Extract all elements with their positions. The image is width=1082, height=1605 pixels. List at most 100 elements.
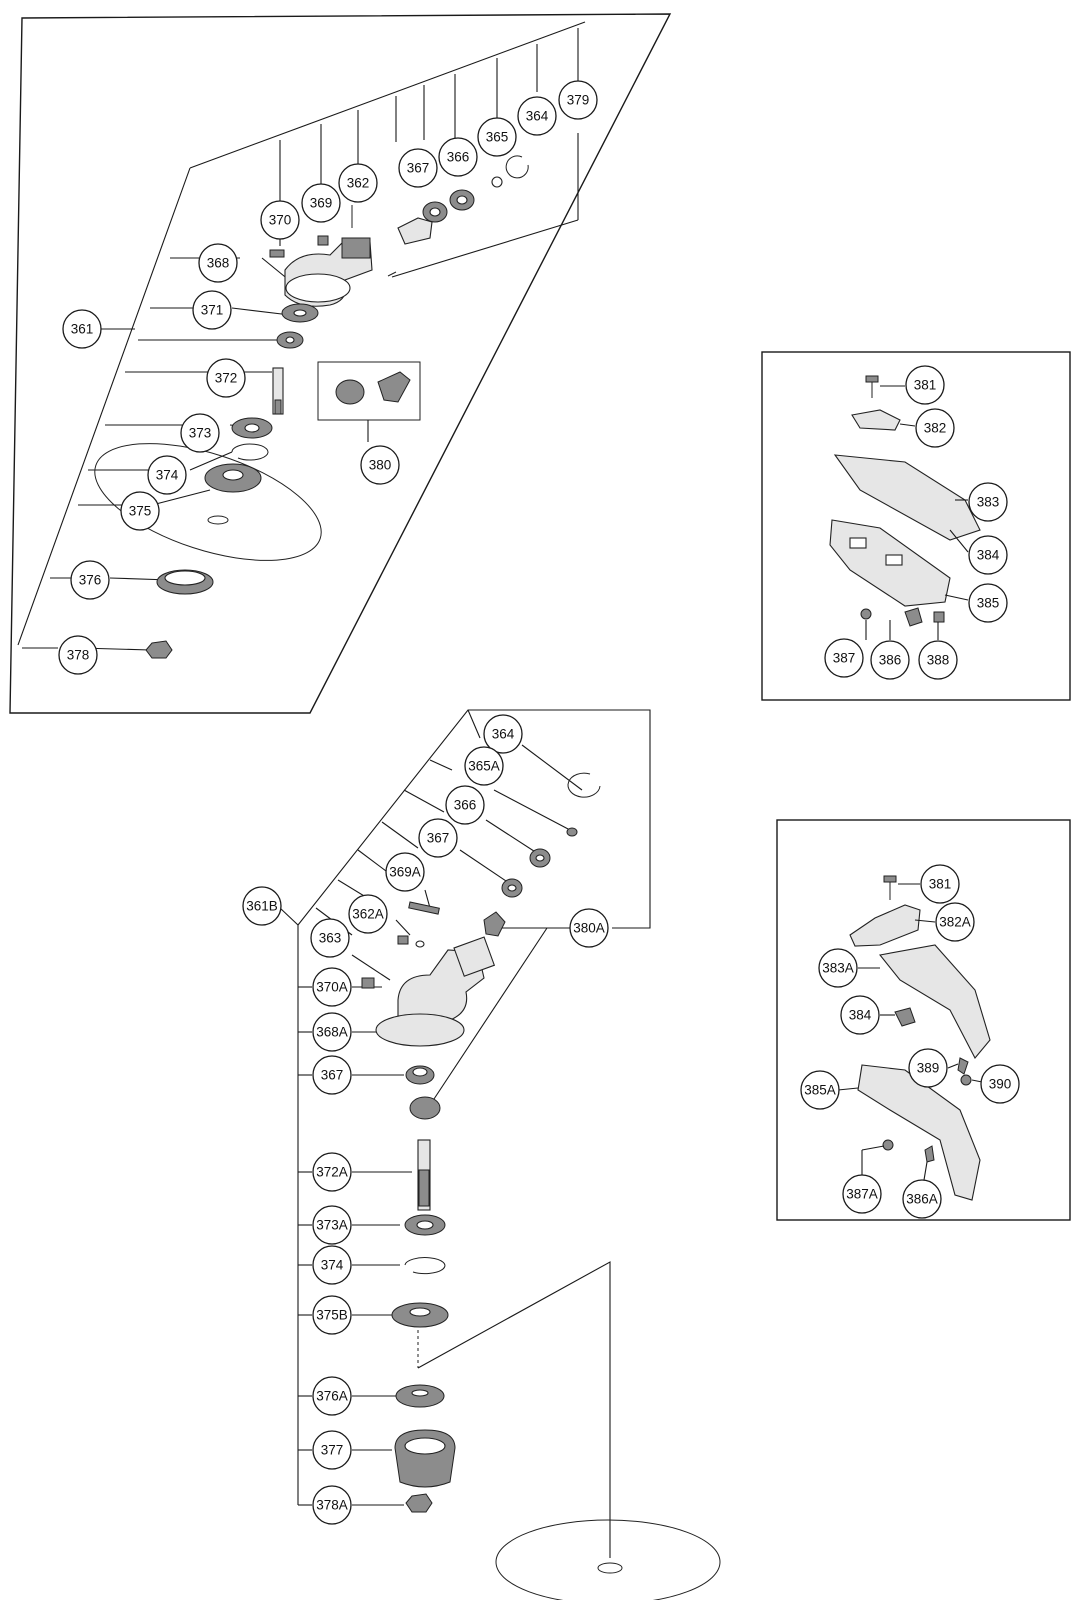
svg-text:385: 385 — [977, 596, 1000, 611]
callout-365A: 365A — [464, 746, 504, 786]
svg-text:363: 363 — [319, 931, 342, 946]
washer-365A — [566, 827, 578, 837]
washer-365 — [491, 176, 503, 188]
svg-text:387A: 387A — [846, 1187, 878, 1202]
svg-text:383A: 383A — [822, 961, 854, 976]
blade-disc — [94, 443, 322, 561]
parts-top-left — [94, 155, 529, 659]
svg-text:362A: 362A — [352, 907, 384, 922]
callout-365: 365 — [477, 117, 517, 157]
svg-text:373: 373 — [189, 426, 212, 441]
bolt-362 — [341, 237, 371, 259]
bracket-382 — [851, 409, 901, 431]
guard-cover-383A — [878, 944, 991, 1059]
bracket-382A — [849, 904, 921, 947]
nut-388 — [933, 611, 945, 623]
circlip-374b — [404, 1257, 446, 1275]
callout-386A: 386A — [902, 1179, 942, 1219]
callout-379: 379 — [558, 80, 598, 120]
callout-381b: 381 — [920, 864, 960, 904]
svg-text:373A: 373A — [316, 1218, 348, 1233]
callout-362A: 362A — [348, 894, 388, 934]
callout-370: 370 — [260, 200, 300, 240]
svg-text:389: 389 — [917, 1061, 940, 1076]
callout-373: 373 — [180, 413, 220, 453]
svg-text:390: 390 — [989, 1077, 1012, 1092]
svg-text:361: 361 — [71, 322, 94, 337]
clip-386A — [924, 1145, 935, 1163]
svg-text:378A: 378A — [316, 1498, 348, 1513]
svg-text:365A: 365A — [468, 759, 500, 774]
callout-387: 387 — [824, 638, 864, 678]
bolt-389 — [957, 1057, 969, 1075]
svg-text:382: 382 — [924, 421, 947, 436]
group-361B-frame — [279, 709, 651, 1505]
svg-text:374: 374 — [321, 1258, 344, 1273]
svg-text:371: 371 — [201, 303, 224, 318]
svg-text:376A: 376A — [316, 1389, 348, 1404]
svg-text:380A: 380A — [573, 921, 605, 936]
callouts-center: 364 365A 366 367 369A 361B 362A 363 380A… — [242, 714, 609, 1525]
svg-text:369A: 369A — [389, 865, 421, 880]
callout-367b: 367 — [418, 818, 458, 858]
pinion-380A — [483, 911, 506, 937]
callout-369A: 369A — [385, 852, 425, 892]
svg-text:386A: 386A — [906, 1192, 938, 1207]
svg-text:381: 381 — [914, 378, 937, 393]
svg-text:381: 381 — [929, 877, 952, 892]
clip-386 — [904, 607, 923, 627]
svg-text:364: 364 — [526, 109, 549, 124]
callout-374: 374 — [147, 455, 187, 495]
parts-center — [361, 772, 721, 1605]
svg-text:361B: 361B — [246, 899, 278, 914]
gear-set-380-box — [317, 361, 421, 421]
bevel-gear-367 — [397, 217, 433, 245]
callout-382A: 382A — [935, 902, 975, 942]
svg-text:368A: 368A — [316, 1025, 348, 1040]
callout-390: 390 — [980, 1064, 1020, 1104]
callout-373A: 373A — [312, 1205, 352, 1245]
circlip-364b — [567, 772, 601, 798]
bolt-369 — [317, 235, 329, 246]
callout-361B: 361B — [242, 886, 282, 926]
callout-375: 375 — [120, 491, 160, 531]
nut-378A — [405, 1493, 433, 1513]
svg-text:382A: 382A — [939, 915, 971, 930]
leaders-center — [298, 709, 611, 1558]
callout-381: 381 — [905, 365, 945, 405]
callouts-box-2: 381 382A 383A 384 389 390 385A 387A 386A — [800, 864, 1020, 1219]
callout-372: 372 — [206, 358, 246, 398]
callout-383A: 383A — [818, 948, 858, 988]
svg-text:375B: 375B — [316, 1308, 348, 1323]
guard-box-2 — [776, 819, 1071, 1221]
callout-367: 367 — [398, 148, 438, 188]
svg-text:366: 366 — [447, 150, 470, 165]
callout-366: 366 — [438, 137, 478, 177]
callout-380: 380 — [360, 445, 400, 485]
svg-text:375: 375 — [129, 504, 152, 519]
callout-364b: 364 — [483, 714, 523, 754]
svg-text:383: 383 — [977, 495, 1000, 510]
svg-text:366: 366 — [454, 798, 477, 813]
callout-371: 371 — [192, 290, 232, 330]
guard-box-1 — [761, 351, 1071, 701]
bolt-369A — [408, 901, 440, 915]
callout-362: 362 — [338, 163, 378, 203]
callout-389: 389 — [908, 1048, 948, 1088]
svg-text:386: 386 — [879, 653, 902, 668]
svg-text:385A: 385A — [804, 1083, 836, 1098]
screw-390 — [960, 1074, 972, 1086]
svg-text:372A: 372A — [316, 1165, 348, 1180]
callout-384: 384 — [968, 535, 1008, 575]
svg-text:368: 368 — [207, 256, 230, 271]
svg-text:364: 364 — [492, 727, 515, 742]
callout-386: 386 — [870, 640, 910, 680]
callout-385A: 385A — [800, 1070, 840, 1110]
callout-380A: 380A — [569, 908, 609, 948]
svg-text:372: 372 — [215, 371, 238, 386]
callout-366b: 366 — [445, 785, 485, 825]
svg-text:367: 367 — [427, 831, 450, 846]
callout-368: 368 — [198, 243, 238, 283]
